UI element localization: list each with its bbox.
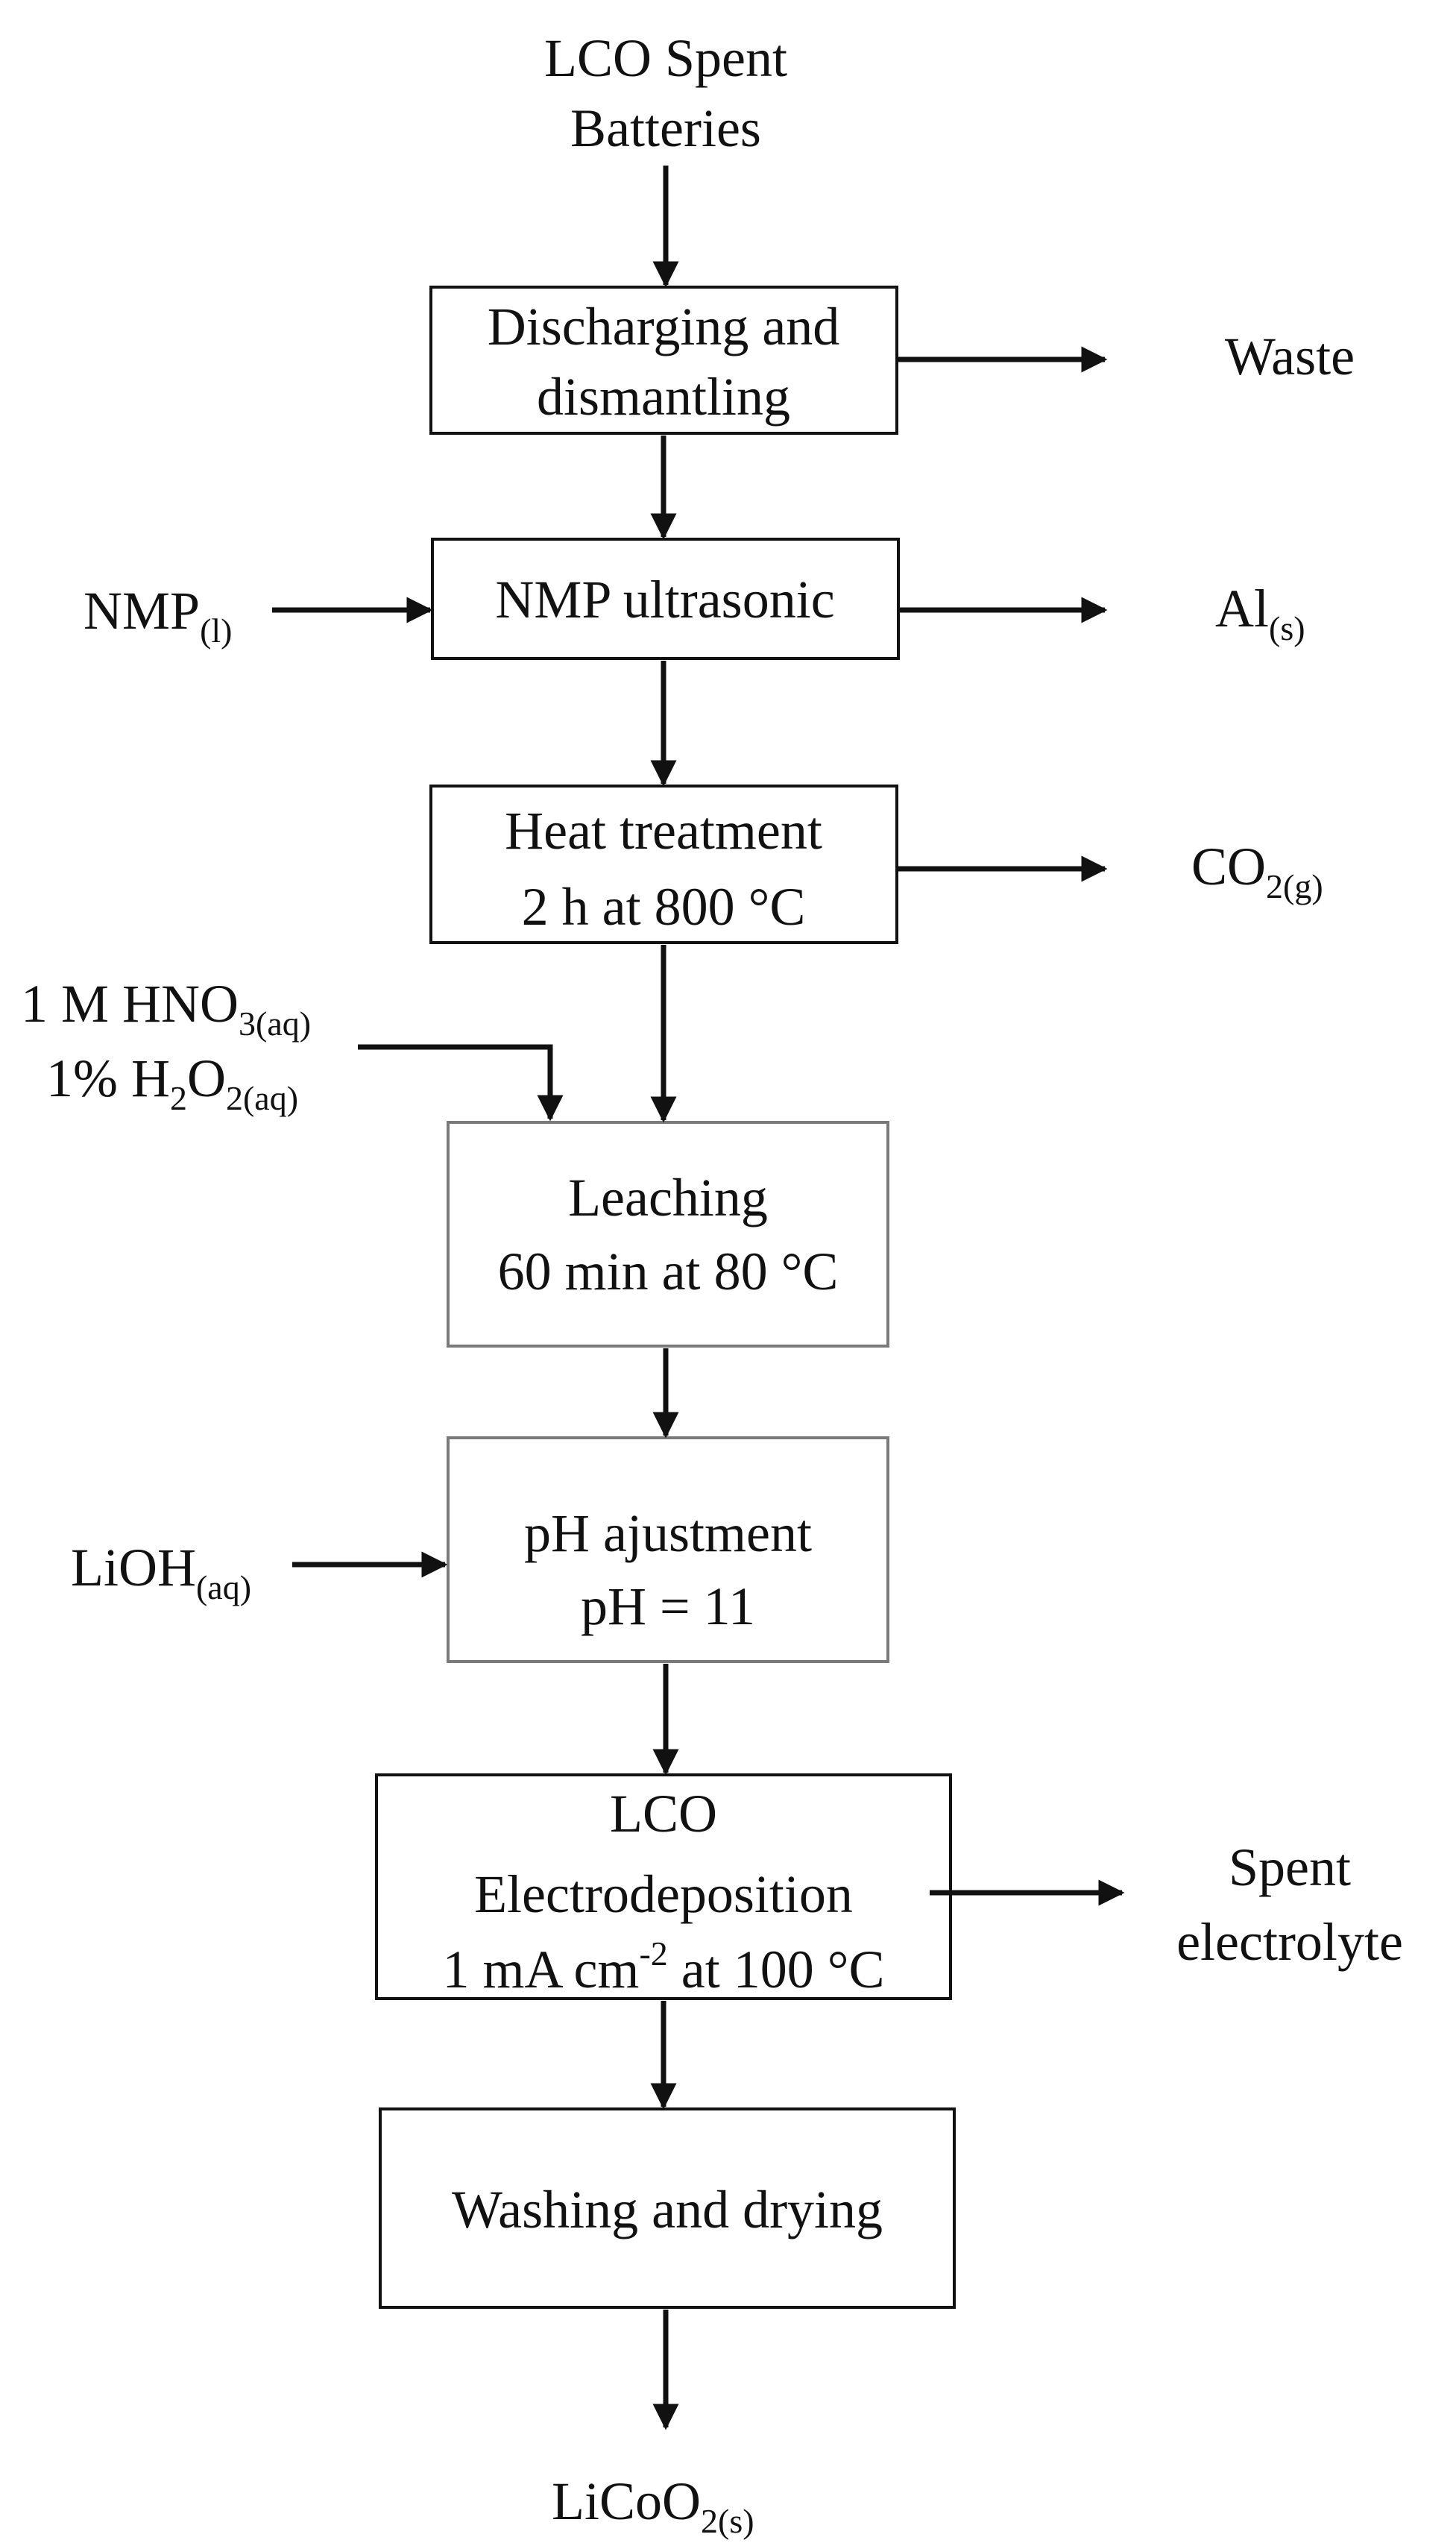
output-spent-line2: electrolyte [1176,1912,1403,1972]
step-heat-line1: Heat treatment [505,801,822,861]
step-box-washing-drying [379,2107,956,2309]
step-discharging-line1: Discharging and [488,297,840,356]
input-nmp-label: NMP(l) [83,581,232,650]
step-electro-line3: 1 mA cm-2 at 100 °C [442,1934,884,1999]
output-co2-label: CO2(g) [1191,837,1323,905]
step-discharging-line2: dismantling [537,367,790,427]
step-electro-line1: LCO [610,1784,717,1843]
step-box-ph-adjustment [447,1436,889,1663]
step-ph-line2: pH = 11 [581,1577,755,1636]
step-electro-line2: Electrodeposition [474,1864,853,1924]
step-nmp-ultrasonic-label: NMP ultrasonic [495,570,834,629]
input-label-line1: LCO Spent [544,28,787,88]
input-h2o2-label: 1% H2O2(aq) [46,1049,298,1117]
output-waste-label: Waste [1225,327,1355,386]
product-label: LiCoO2(s) [552,2471,754,2540]
input-hno3-label: 1 M HNO3(aq) [21,974,311,1043]
step-washing-label: Washing and drying [452,2180,883,2239]
step-leaching-line2: 60 min at 80 °C [498,1242,839,1301]
output-al-label: Al(s) [1215,579,1305,647]
input-lioh-label: LiOH(aq) [71,1538,251,1606]
output-spent-line1: Spent [1229,1838,1351,1897]
step-ph-line1: pH ajustment [524,1503,812,1563]
step-leaching-line1: Leaching [568,1168,768,1228]
step-box-discharging [429,286,898,435]
arrow-from-acid [358,1044,564,1122]
step-box-nmp-ultrasonic [431,538,900,660]
step-heat-line2: 2 h at 800 °C [522,877,806,937]
input-label-line2: Batteries [570,98,761,158]
step-box-leaching [447,1121,889,1348]
step-box-electrodeposition [375,1773,952,2000]
